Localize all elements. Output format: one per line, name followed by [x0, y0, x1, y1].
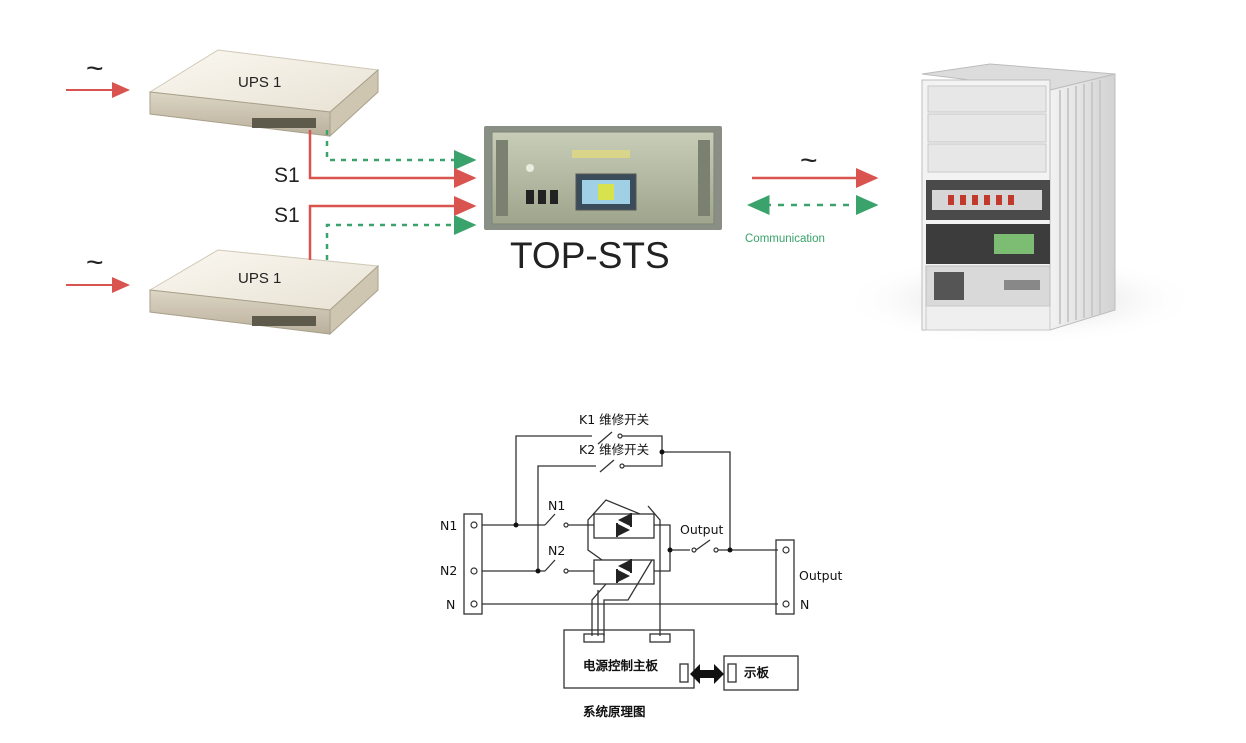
ac-input-symbol-top: ~	[86, 52, 104, 85]
sts-unit	[484, 126, 722, 230]
left-terminal-n2: N2	[440, 563, 457, 578]
left-terminal-n: N	[446, 597, 455, 612]
sts-label: TOP-STS	[510, 235, 670, 276]
s1-label-bottom: S1	[274, 204, 300, 227]
output-switch-label: Output	[680, 522, 724, 537]
server-rack	[840, 63, 1200, 345]
ac-input-symbol-bottom: ~	[86, 246, 104, 279]
n1-switch-label: N1	[548, 498, 565, 513]
right-n-label: N	[800, 597, 809, 612]
junction-dots	[513, 449, 733, 574]
s1-label-top: S1	[274, 164, 300, 187]
ups-to-sts-links	[308, 130, 477, 260]
ac-output-symbol: ~	[800, 144, 818, 177]
left-terminal-n1: N1	[440, 518, 457, 533]
switch-contacts	[470, 433, 790, 608]
schematic-caption: 系统原理图	[583, 704, 646, 719]
board-link-arrow	[690, 664, 724, 684]
n2-switch-label: N2	[548, 543, 565, 558]
k1-label: K1 维修开关	[579, 412, 649, 427]
ups-label-bottom: UPS 1	[238, 270, 281, 287]
right-output-label: Output	[799, 568, 843, 583]
communication-label: Communication	[745, 233, 825, 245]
schematic-wiring	[463, 431, 799, 691]
display-board-label: 示板	[743, 665, 770, 680]
k2-label: K2 维修开关	[579, 442, 649, 457]
control-board-label: 电源控制主板	[583, 658, 659, 673]
ups-label-top: UPS 1	[238, 74, 281, 91]
ups-unit-top	[148, 49, 380, 138]
thyristors	[616, 513, 632, 583]
ups-unit-bottom	[148, 249, 380, 336]
